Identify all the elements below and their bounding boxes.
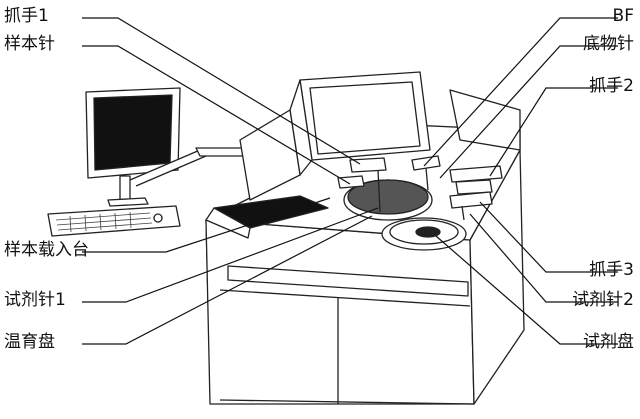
label-incubation-disk: 温育盘 xyxy=(4,332,55,352)
label-gripper-1: 抓手1 xyxy=(4,6,49,26)
leader-bf xyxy=(423,17,618,167)
keyboard-icon xyxy=(47,205,181,237)
incubation-disk-shape xyxy=(343,179,433,221)
leader-reagent-needle-1 xyxy=(82,207,379,303)
leader-sample-needle xyxy=(82,45,351,185)
leader-reagent-needle-2 xyxy=(469,213,618,303)
analyzer-cabinet xyxy=(205,71,525,405)
gripper-1-shape xyxy=(337,157,387,213)
leader-gripper-2 xyxy=(489,87,618,177)
leader-gripper-3 xyxy=(479,201,618,273)
label-gripper-3: 抓手3 xyxy=(589,260,634,280)
label-reagent-needle-2: 试剂针2 xyxy=(572,290,634,310)
leader-reagent-disk xyxy=(435,235,618,345)
leader-lines xyxy=(82,17,618,345)
label-reagent-disk: 试剂盘 xyxy=(583,332,634,352)
leader-gripper-1 xyxy=(82,17,361,165)
label-reagent-needle-1: 试剂针1 xyxy=(4,290,66,310)
leader-substrate-needle xyxy=(439,45,618,179)
label-bf: BF xyxy=(612,6,634,26)
reagent-disk-shape xyxy=(381,217,467,251)
leader-incubation-disk xyxy=(82,215,373,345)
label-sample-loading-stage: 样本载入台 xyxy=(4,240,89,260)
label-sample-needle: 样本针 xyxy=(4,34,55,54)
label-substrate-needle: 底物针 xyxy=(583,34,634,54)
label-gripper-2: 抓手2 xyxy=(589,76,634,96)
leader-sample-loading-stage xyxy=(82,197,331,253)
monitor-icon xyxy=(85,87,181,207)
